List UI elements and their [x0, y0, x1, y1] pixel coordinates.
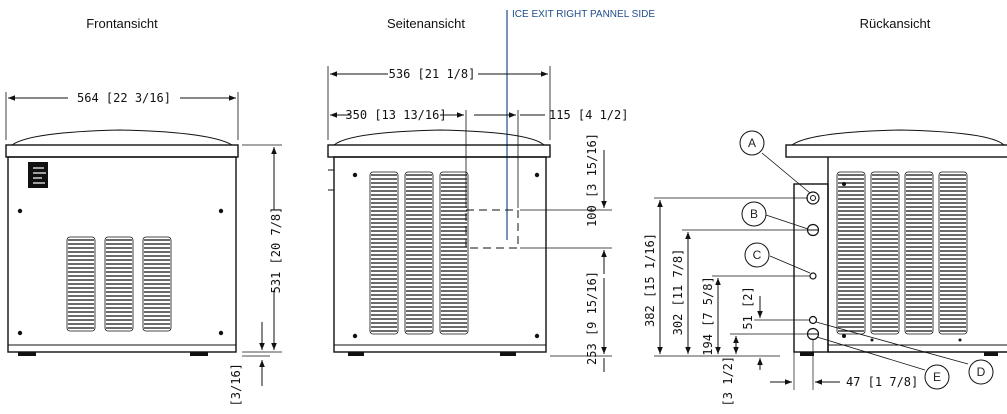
vent-column — [836, 171, 866, 335]
back-screw — [870, 338, 874, 342]
back-d-height-dimension: 51 [2] — [741, 286, 755, 329]
side-foot-right — [500, 352, 516, 356]
marker-c-label: C — [753, 248, 762, 262]
side-screw — [352, 333, 358, 339]
connection-c — [809, 272, 817, 280]
back-view: Rückansicht A B C — [643, 16, 1007, 414]
front-width-dimension: 564 [22 3/16] — [77, 91, 171, 105]
marker-d-label: D — [977, 365, 986, 379]
side-view: Seitenansicht ICE EXIT RIGHT PANNEL SIDE… — [327, 9, 655, 372]
front-foot-right — [190, 352, 208, 356]
marker-e-label: E — [933, 370, 941, 384]
back-foot — [984, 352, 998, 356]
vent-column — [404, 171, 434, 335]
front-control-panel — [28, 162, 48, 188]
vent-column — [66, 236, 96, 332]
back-e-height-dimension: 89 [3 1/2] — [721, 356, 735, 414]
ice-exit-opening — [465, 209, 519, 249]
side-depth-dimension: 350 [13 13/16] — [345, 108, 446, 122]
front-view-title: Frontansicht — [86, 16, 158, 31]
back-screw — [842, 334, 846, 338]
back-b-height-dimension: 302 [11 7/8] — [671, 249, 685, 336]
side-width-dimension: 536 [21 1/8] — [389, 67, 476, 81]
front-lid-dome — [11, 129, 233, 146]
back-screw — [958, 338, 962, 342]
vent-column — [104, 236, 134, 332]
back-a-height-dimension: 382 [15 1/16] — [643, 233, 657, 327]
back-lid-dome — [791, 129, 1005, 146]
marker-a — [739, 130, 765, 156]
vent-column — [904, 171, 934, 335]
back-offset-dimension: 47 [1 7/8] — [846, 375, 918, 389]
back-top-lid — [785, 144, 1007, 158]
vent-column — [870, 171, 900, 335]
front-screw — [218, 208, 224, 214]
side-foot-left — [348, 352, 364, 356]
front-top-lid — [5, 144, 239, 158]
front-screw — [218, 330, 224, 336]
side-cabinet — [333, 156, 547, 353]
vent-column — [369, 171, 399, 335]
marker-b — [741, 201, 767, 227]
side-opening-height-dimension: 253 [9 15/16] — [585, 271, 599, 365]
front-foot-left — [18, 352, 36, 356]
side-opening-dimension: 100 [3 15/16] — [585, 133, 599, 227]
marker-e — [924, 364, 950, 390]
front-vent-grille — [66, 236, 172, 332]
side-screw — [352, 172, 358, 178]
side-screw — [534, 333, 540, 339]
side-view-title: Seitenansicht — [387, 16, 465, 31]
back-view-title: Rückansicht — [860, 16, 931, 31]
vent-column — [938, 171, 968, 335]
back-c-height-dimension: 194 [7 5/8] — [701, 276, 715, 355]
back-foot — [800, 352, 814, 356]
side-top-lid — [327, 144, 551, 158]
marker-d — [968, 359, 994, 385]
vent-column — [439, 171, 469, 335]
front-view: Frontansicht 564 [22 3/16] 531 [20 — [5, 16, 283, 414]
ice-exit-note: ICE EXIT RIGHT PANNEL SIDE — [512, 9, 655, 20]
connection-a — [806, 191, 820, 205]
front-height-dimension: 531 [20 7/8] — [269, 207, 283, 294]
side-vent-grille — [369, 171, 469, 335]
side-offset-dimension: 115 [4 1/2] — [549, 108, 628, 122]
marker-b-label: B — [750, 207, 758, 221]
back-vent-grille — [836, 171, 968, 335]
front-foot-dimension: 5 [3/16] — [229, 363, 243, 414]
connection-d — [808, 315, 818, 325]
front-screw — [17, 208, 23, 214]
marker-a-label: A — [748, 136, 756, 150]
marker-c — [744, 242, 770, 268]
vent-column — [142, 236, 172, 332]
side-lid-dome — [333, 129, 545, 146]
side-screw — [534, 172, 540, 178]
front-screw — [17, 330, 23, 336]
front-cabinet — [7, 156, 237, 353]
